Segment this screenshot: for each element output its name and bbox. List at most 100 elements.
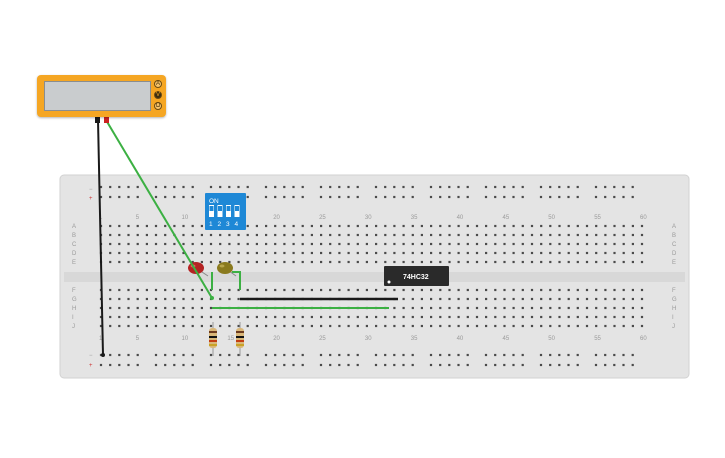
breadboard-hole[interactable] [356,185,359,189]
breadboard-hole[interactable] [567,306,570,310]
breadboard-hole[interactable] [173,224,176,228]
breadboard-hole[interactable] [439,306,442,310]
breadboard-hole[interactable] [604,324,607,328]
breadboard-hole[interactable] [503,242,506,246]
breadboard-hole[interactable] [356,363,359,367]
breadboard-hole[interactable] [145,306,148,310]
breadboard-hole[interactable] [466,195,469,199]
breadboard-hole[interactable] [127,315,130,319]
breadboard-hole[interactable] [109,297,112,301]
breadboard-hole[interactable] [237,242,240,246]
breadboard-hole[interactable] [631,363,634,367]
breadboard-hole[interactable] [255,251,258,255]
breadboard-hole[interactable] [503,353,506,357]
breadboard-hole[interactable] [182,363,185,367]
breadboard-hole[interactable] [136,224,139,228]
breadboard-hole[interactable] [393,315,396,319]
breadboard-hole[interactable] [136,306,139,310]
breadboard-hole[interactable] [265,260,268,264]
breadboard-hole[interactable] [292,242,295,246]
breadboard-hole[interactable] [448,324,451,328]
breadboard-hole[interactable] [246,315,249,319]
breadboard-hole[interactable] [191,288,194,292]
breadboard-hole[interactable] [283,315,286,319]
breadboard-hole[interactable] [182,306,185,310]
breadboard-hole[interactable] [613,233,616,237]
breadboard-hole[interactable] [512,224,515,228]
breadboard-hole[interactable] [265,324,268,328]
breadboard-hole[interactable] [420,233,423,237]
breadboard-hole[interactable] [384,224,387,228]
breadboard-hole[interactable] [595,324,598,328]
breadboard-hole[interactable] [301,224,304,228]
breadboard-hole[interactable] [301,260,304,264]
breadboard-hole[interactable] [613,324,616,328]
breadboard-hole[interactable] [127,242,130,246]
breadboard-hole[interactable] [530,315,534,319]
breadboard-hole[interactable] [265,224,268,228]
breadboard-hole[interactable] [512,195,515,199]
breadboard-hole[interactable] [237,233,240,237]
breadboard-hole[interactable] [503,306,506,310]
breadboard-hole[interactable] [145,315,148,319]
breadboard-hole[interactable] [173,315,176,319]
breadboard-hole[interactable] [310,315,313,319]
breadboard-hole[interactable] [109,306,112,310]
breadboard-hole[interactable] [466,224,469,228]
breadboard-hole[interactable] [457,233,460,237]
breadboard-hole[interactable] [585,260,589,264]
breadboard-hole[interactable] [640,297,644,301]
breadboard-hole[interactable] [191,324,194,328]
breadboard-hole[interactable] [503,224,506,228]
breadboard-hole[interactable] [420,224,423,228]
breadboard-hole[interactable] [585,233,589,237]
breadboard-hole[interactable] [365,260,368,264]
breadboard-hole[interactable] [136,297,139,301]
breadboard-hole[interactable] [329,324,332,328]
breadboard-hole[interactable] [264,353,268,357]
breadboard-hole[interactable] [219,185,222,189]
breadboard-hole[interactable] [265,288,268,292]
breadboard-hole[interactable] [622,324,625,328]
breadboard-hole[interactable] [200,242,203,246]
breadboard-hole[interactable] [530,233,534,237]
breadboard-hole[interactable] [338,242,341,246]
breadboard-hole[interactable] [457,195,460,199]
breadboard-hole[interactable] [521,195,524,199]
breadboard-hole[interactable] [439,224,442,228]
breadboard-hole[interactable] [402,185,405,189]
breadboard-hole[interactable] [430,297,433,301]
breadboard-hole[interactable] [246,224,249,228]
breadboard-hole[interactable] [439,260,442,264]
breadboard-hole[interactable] [283,242,286,246]
breadboard-hole[interactable] [127,306,130,310]
breadboard-hole[interactable] [439,288,442,292]
breadboard-hole[interactable] [264,363,268,367]
breadboard-hole[interactable] [365,224,368,228]
breadboard-hole[interactable] [338,233,341,237]
breadboard-hole[interactable] [237,353,240,357]
breadboard-hole[interactable] [484,185,488,189]
breadboard-hole[interactable] [485,306,488,310]
breadboard-hole[interactable] [475,260,479,264]
breadboard-hole[interactable] [558,242,561,246]
breadboard-hole[interactable] [457,353,460,357]
breadboard-hole[interactable] [310,242,313,246]
breadboard-hole[interactable] [604,251,607,255]
breadboard-hole[interactable] [622,233,625,237]
breadboard-hole[interactable] [613,306,616,310]
breadboard-hole[interactable] [540,297,543,301]
breadboard-hole[interactable] [365,315,368,319]
breadboard-hole[interactable] [274,353,277,357]
breadboard-hole[interactable] [558,324,561,328]
breadboard-hole[interactable] [521,353,524,357]
breadboard-hole[interactable] [109,260,112,264]
breadboard-hole[interactable] [320,242,323,246]
breadboard-hole[interactable] [127,224,130,228]
breadboard-hole[interactable] [595,260,598,264]
breadboard-hole[interactable] [457,185,460,189]
breadboard-hole[interactable] [558,224,561,228]
breadboard-hole[interactable] [576,195,579,199]
ammeter-mode-button[interactable]: A [154,80,162,88]
breadboard-hole[interactable] [384,195,387,199]
